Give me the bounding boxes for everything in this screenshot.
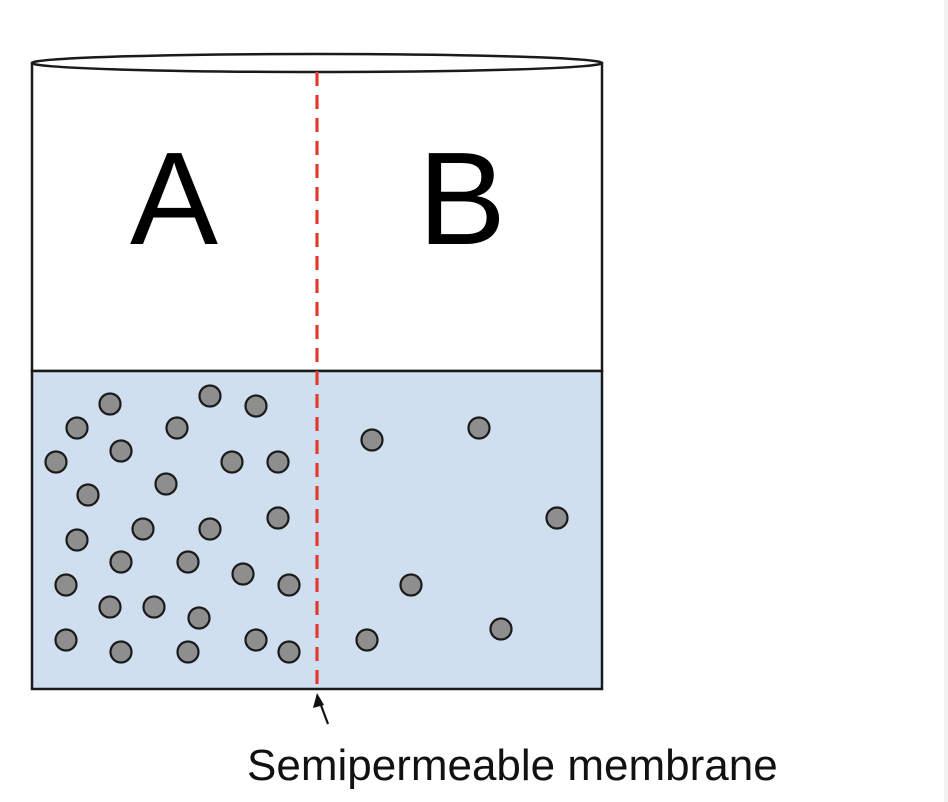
particle — [109, 550, 133, 574]
particle — [198, 384, 222, 408]
particle — [154, 472, 178, 496]
particle — [176, 550, 200, 574]
compartment-b-label: B — [418, 125, 506, 272]
particle — [244, 628, 268, 652]
particle — [65, 528, 89, 552]
particle — [220, 450, 244, 474]
particles-side-b — [355, 416, 569, 652]
compartment-a-label: A — [130, 125, 218, 272]
particle — [98, 595, 122, 619]
particle — [65, 416, 89, 440]
membrane-pointer-arrow — [313, 693, 330, 725]
particle — [489, 617, 513, 641]
particle — [244, 394, 268, 418]
particle — [266, 506, 290, 530]
edge-strip — [944, 0, 948, 802]
particle — [355, 628, 379, 652]
particle — [399, 573, 423, 597]
particle — [44, 450, 68, 474]
particle — [54, 573, 78, 597]
particle — [76, 483, 100, 507]
particle — [165, 416, 189, 440]
container-rim — [30, 52, 604, 74]
particle — [266, 450, 290, 474]
particle — [360, 428, 384, 452]
particle — [131, 517, 155, 541]
particle — [176, 640, 200, 664]
membrane-caption: Semipermeable membrane — [247, 741, 778, 790]
particle — [54, 628, 78, 652]
particle — [198, 517, 222, 541]
particle — [231, 562, 255, 586]
particle — [277, 573, 301, 597]
particle — [467, 416, 491, 440]
particle — [277, 640, 301, 664]
particle — [187, 606, 211, 630]
particles-side-a — [44, 384, 301, 664]
particle — [142, 595, 166, 619]
particle — [109, 640, 133, 664]
particle — [98, 392, 122, 416]
particle — [109, 439, 133, 463]
particle — [545, 506, 569, 530]
